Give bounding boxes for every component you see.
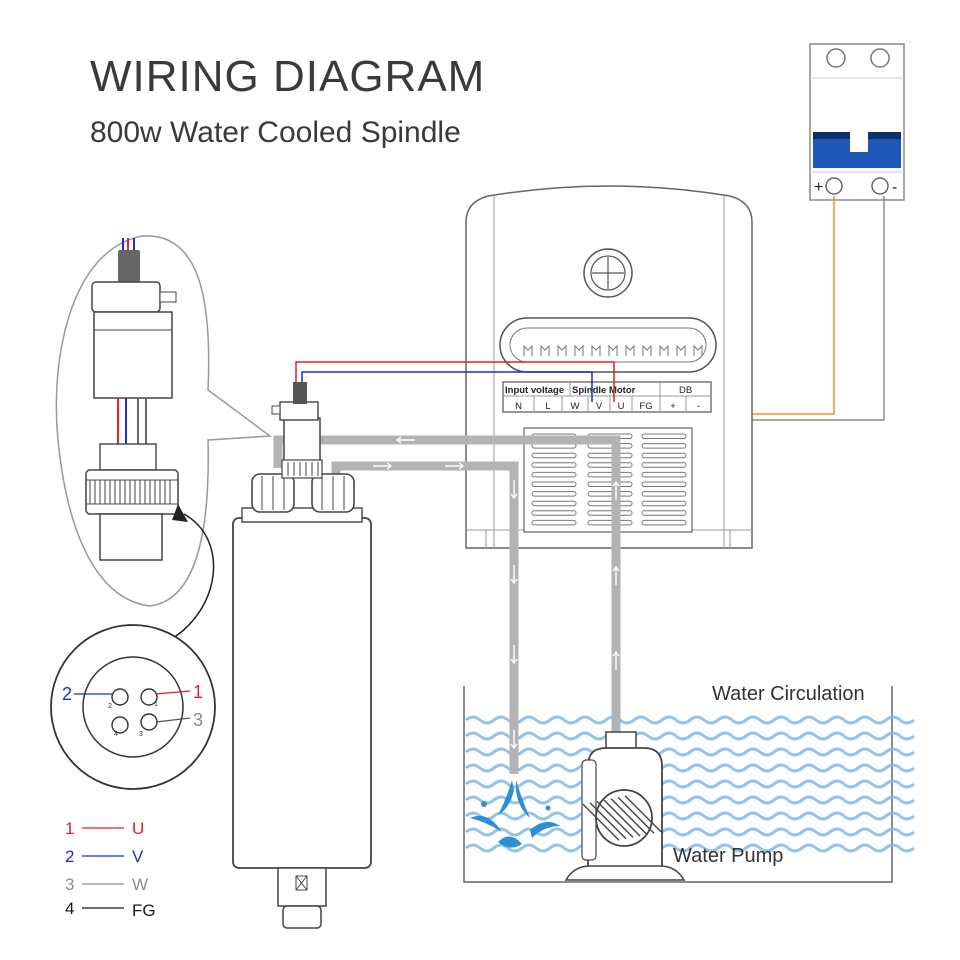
page-title: WIRING DIAGRAM — [90, 52, 486, 101]
arrow-icon — [510, 730, 518, 750]
terminal-group-input: Input voltage — [505, 385, 564, 396]
terminal-label: - — [697, 401, 700, 412]
arrow-icon — [445, 462, 465, 470]
plug-zoom — [55, 235, 273, 607]
red-wire — [295, 361, 615, 402]
wire-legend: 1 U 2 V 3 W 4 FG — [65, 819, 156, 920]
terminal-label: N — [515, 401, 522, 412]
pin-small-3: 3 — [139, 731, 143, 738]
breaker-plus-terminal — [825, 177, 843, 195]
terminal-label: FG — [639, 401, 652, 412]
water-circulation-label: Water Circulation — [712, 683, 865, 705]
connector-pin-face: 2 1 3 2 1 4 3 — [50, 624, 216, 790]
pipe-fitting-left — [251, 473, 295, 513]
arrow-icon — [395, 436, 415, 444]
arrow-head-icon — [172, 504, 188, 522]
pin-small-4: 4 — [114, 731, 118, 738]
legend-signal-4: FG — [132, 901, 156, 920]
water-tank — [463, 686, 915, 883]
water-pump-label: Water Pump — [673, 845, 783, 867]
legend-signal-1: U — [132, 819, 144, 838]
vfd-inverter: Input voltage Spindle Motor DB N L W V U FG + - — [465, 185, 753, 549]
pin-label-3: 3 — [193, 710, 203, 730]
breaker-minus-label: - — [892, 179, 897, 196]
arrow-icon — [612, 565, 620, 585]
legend-num-1: 1 — [65, 819, 74, 838]
plus-knob-icon — [583, 248, 633, 298]
terminal-label: + — [670, 401, 676, 412]
terminal-group-db: DB — [679, 385, 692, 396]
arrow-icon — [373, 462, 393, 470]
curved-arrow-icon — [169, 513, 215, 641]
arrow-icon — [510, 645, 518, 665]
terminal-label: W — [571, 401, 580, 412]
pin-label-1: 1 — [193, 682, 203, 702]
terminal-label: U — [618, 401, 625, 412]
blue-wire — [301, 371, 593, 402]
water-splash — [470, 780, 560, 848]
arrow-icon — [612, 650, 620, 670]
breaker-minus-terminal — [871, 177, 889, 195]
terminal-label: V — [596, 401, 603, 412]
pin-small-2: 2 — [108, 703, 112, 710]
spindle-motor — [232, 382, 372, 929]
arrow-icon — [510, 565, 518, 585]
page-subtitle: 800w Water Cooled Spindle — [90, 116, 461, 149]
circuit-breaker: + - — [809, 43, 905, 201]
terminal-group-spindle: Spindle Motor — [572, 385, 636, 396]
pipe-fitting-right — [311, 473, 355, 513]
breaker-plus-label: + — [814, 179, 823, 196]
legend-num-3: 3 — [65, 875, 74, 894]
legend-num-4: 4 — [65, 899, 74, 918]
pin-label-2: 2 — [62, 684, 72, 704]
legend-num-2: 2 — [65, 847, 74, 866]
legend-signal-3: W — [132, 875, 148, 894]
terminal-label: L — [545, 401, 550, 412]
terminal-block — [502, 381, 712, 413]
water-pump — [564, 731, 686, 881]
arrow-icon — [510, 480, 518, 500]
pin-small-1: 1 — [154, 701, 158, 708]
legend-signal-2: V — [132, 847, 144, 866]
arrow-icon — [612, 480, 620, 500]
